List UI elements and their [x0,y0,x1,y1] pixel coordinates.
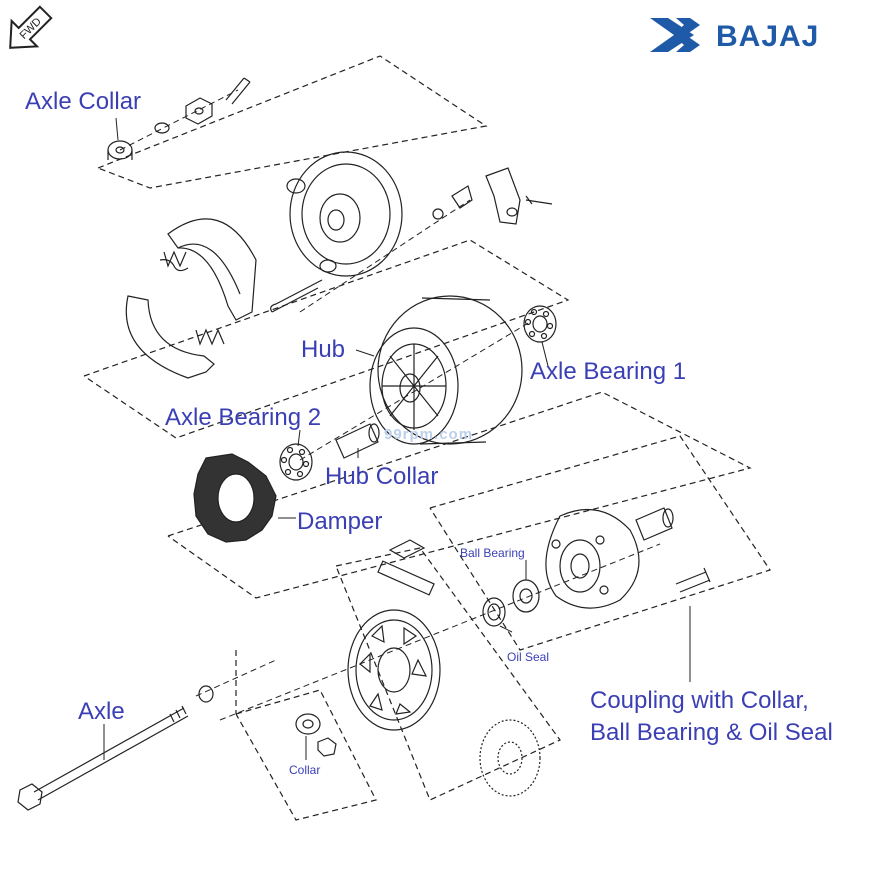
axle-bearing-2-part [279,443,313,481]
coupling-part [545,507,711,609]
fwd-arrow-icon: FWD [9,5,53,49]
label-axle-bearing-1: Axle Bearing 1 [530,358,687,385]
axle-bearing-1-part [523,305,557,343]
ball-bearing-part [512,579,540,613]
label-coupling-line2: Ball Bearing & Oil Seal [590,719,833,746]
label-ball-bearing: Ball Bearing [460,546,525,560]
label-oil-seal: Oil Seal [507,650,550,664]
axle-collar-part [107,77,251,160]
damper-part [193,453,277,543]
brake-panel-part [270,151,403,313]
label-hub: Hub [301,336,346,363]
hub-collar-part [335,423,380,459]
bajaj-logo-icon [650,18,700,52]
brand-name: BAJAJ [716,20,820,53]
oil-seal-part [482,597,506,627]
brake-shoes-part [125,218,257,379]
label-axle-collar: Axle Collar [25,88,142,115]
label-coupling-line1: Coupling with Collar, [590,687,809,714]
label-hub-collar: Hub Collar [325,463,439,490]
label-axle: Axle [78,698,125,725]
axle-part [17,685,214,811]
label-damper: Damper [297,508,383,535]
hub-part [369,295,523,445]
drive-sprocket-part [479,719,541,797]
cam-lever-part [432,167,553,225]
label-axle-bearing-2: Axle Bearing 2 [165,404,322,431]
collar-part [295,713,337,757]
leader-lines [103,117,691,760]
label-collar: Collar [289,763,321,777]
chain-part [377,539,435,596]
brake-group-outline [83,55,771,821]
watermark-text: 99rpm.com [384,426,474,443]
sprocket-part [347,609,441,731]
